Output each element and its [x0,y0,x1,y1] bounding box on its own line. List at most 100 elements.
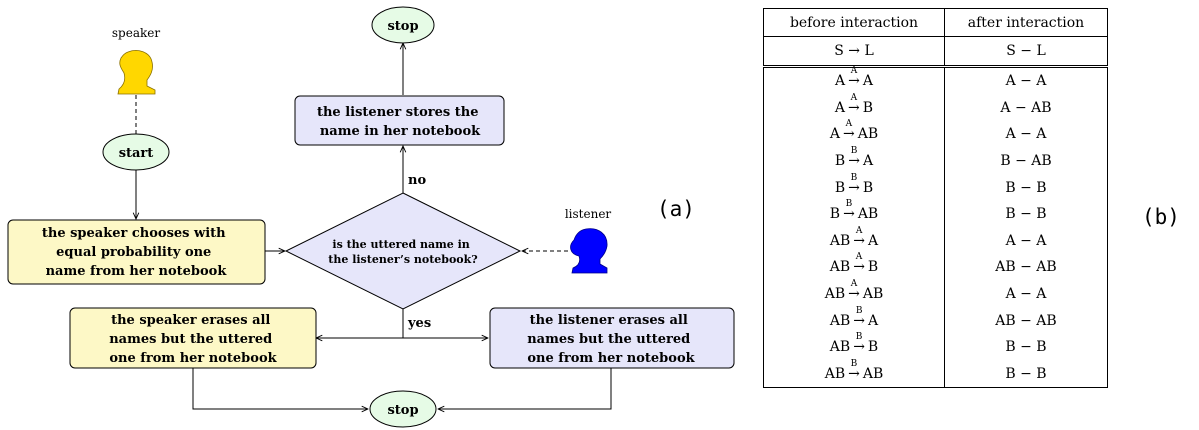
flowchart: speaker start stop stop the speaker choo… [7,6,735,428]
rule-arrow: A→ [853,225,865,249]
rule-after: B − B [1005,365,1047,382]
rule-from: AB [829,232,851,249]
svg-text:the speaker chooses with e: the speaker chooses with equal probabili… [42,226,230,279]
rule-to: AB [862,286,884,303]
rule-word: A [855,225,863,236]
panel-label-a: (a) [657,197,695,221]
listener-label: listener [565,207,612,221]
rule-after: B − B [1005,206,1047,223]
rule-arrow: B→ [848,172,860,196]
speaker-erase-line-1: the speaker erases all [111,313,270,328]
no-label: no [408,173,426,188]
store-line-2: name in her notebook [320,124,481,139]
rule-from: AB [829,259,851,276]
rule-from: A [835,73,846,90]
interaction-rules-table: before interaction after interaction S →… [763,8,1108,389]
rule-from: B [829,206,841,223]
rule-after: AB − AB [995,312,1057,329]
svg-text:is the uttered name in the: is the uttered name in the listener’s no… [328,238,477,266]
rule-to: B [867,259,879,276]
rule-after: A − A [1005,232,1047,249]
listener-erase-box [489,307,735,369]
table-header-row: before interaction after interaction [763,8,1108,37]
listener-erase-line-1: the listener erases all [530,313,688,328]
rule-word: B [855,332,863,343]
svg-text:the listener stores the na: the listener stores the name in her note… [317,105,483,139]
svg-text:the listener erases all na: the listener erases all names but the ut… [527,313,695,366]
rule-from: A [829,126,840,143]
rule-arrow: A→ [848,66,860,90]
rule-arrow: B→ [848,358,860,382]
rule-arrow: B→ [853,332,865,356]
rule-arrow: A→ [842,119,855,143]
rule-to: A [868,312,879,329]
rule-after: A − AB [1000,99,1052,116]
rule-after: A − A [1005,286,1047,303]
rule-word: A [850,66,858,77]
speaker-choose-box [7,219,266,285]
listener-erase-to-stop-arrow [438,368,612,409]
speaker-erase-box [69,307,317,369]
decision-line-2: the listener’s notebook? [328,253,477,266]
rule-word: A [850,279,858,290]
yes-label: yes [407,316,431,331]
rule-arrow: A→ [848,92,860,116]
rule-to: AB [857,206,879,223]
listener-store-box [294,95,505,146]
rule-from: AB [824,286,846,303]
rule-to: AB [862,365,884,382]
stop-bottom-label: stop [387,403,418,418]
rule-word: B [855,305,863,316]
rule-to: A [862,73,873,90]
rule-from: AB [824,365,846,382]
symbol-after: S − L [944,36,1108,68]
stop-node-bottom [369,390,437,428]
rule-after: B − B [1005,179,1047,196]
rule-word: A [850,92,858,103]
rule-after: AB − AB [995,259,1057,276]
header-after: after interaction [944,8,1108,37]
rule-to: AB [857,126,879,143]
rule-arrow: B→ [843,199,855,223]
rule-after: A − A [1005,73,1047,90]
start-label: start [119,146,154,161]
rule-arrow: B→ [853,305,865,329]
rule-to: A [868,232,879,249]
rule-word: B [845,199,853,210]
rule-word: B [850,358,858,369]
rule-from: B [834,153,846,170]
start-node [102,133,170,171]
rule-arrow: A→ [853,252,865,276]
svg-text:the speaker erases all nam: the speaker erases all names but the utt… [109,313,277,366]
rule-from: B [834,179,846,196]
stop-node-top [371,6,435,44]
symbol-before: S → L [763,36,945,68]
listener-erase-line-3: one from her notebook [527,351,695,366]
rule-to: A [862,153,874,170]
symbol-speaker: S [834,43,844,59]
speaker-label: speaker [112,26,160,40]
stop-top-label: stop [387,19,418,34]
listener-icon [570,228,608,274]
header-before: before interaction [763,8,945,37]
rule-word: A [845,119,853,130]
rule-after: B − AB [1000,153,1052,170]
